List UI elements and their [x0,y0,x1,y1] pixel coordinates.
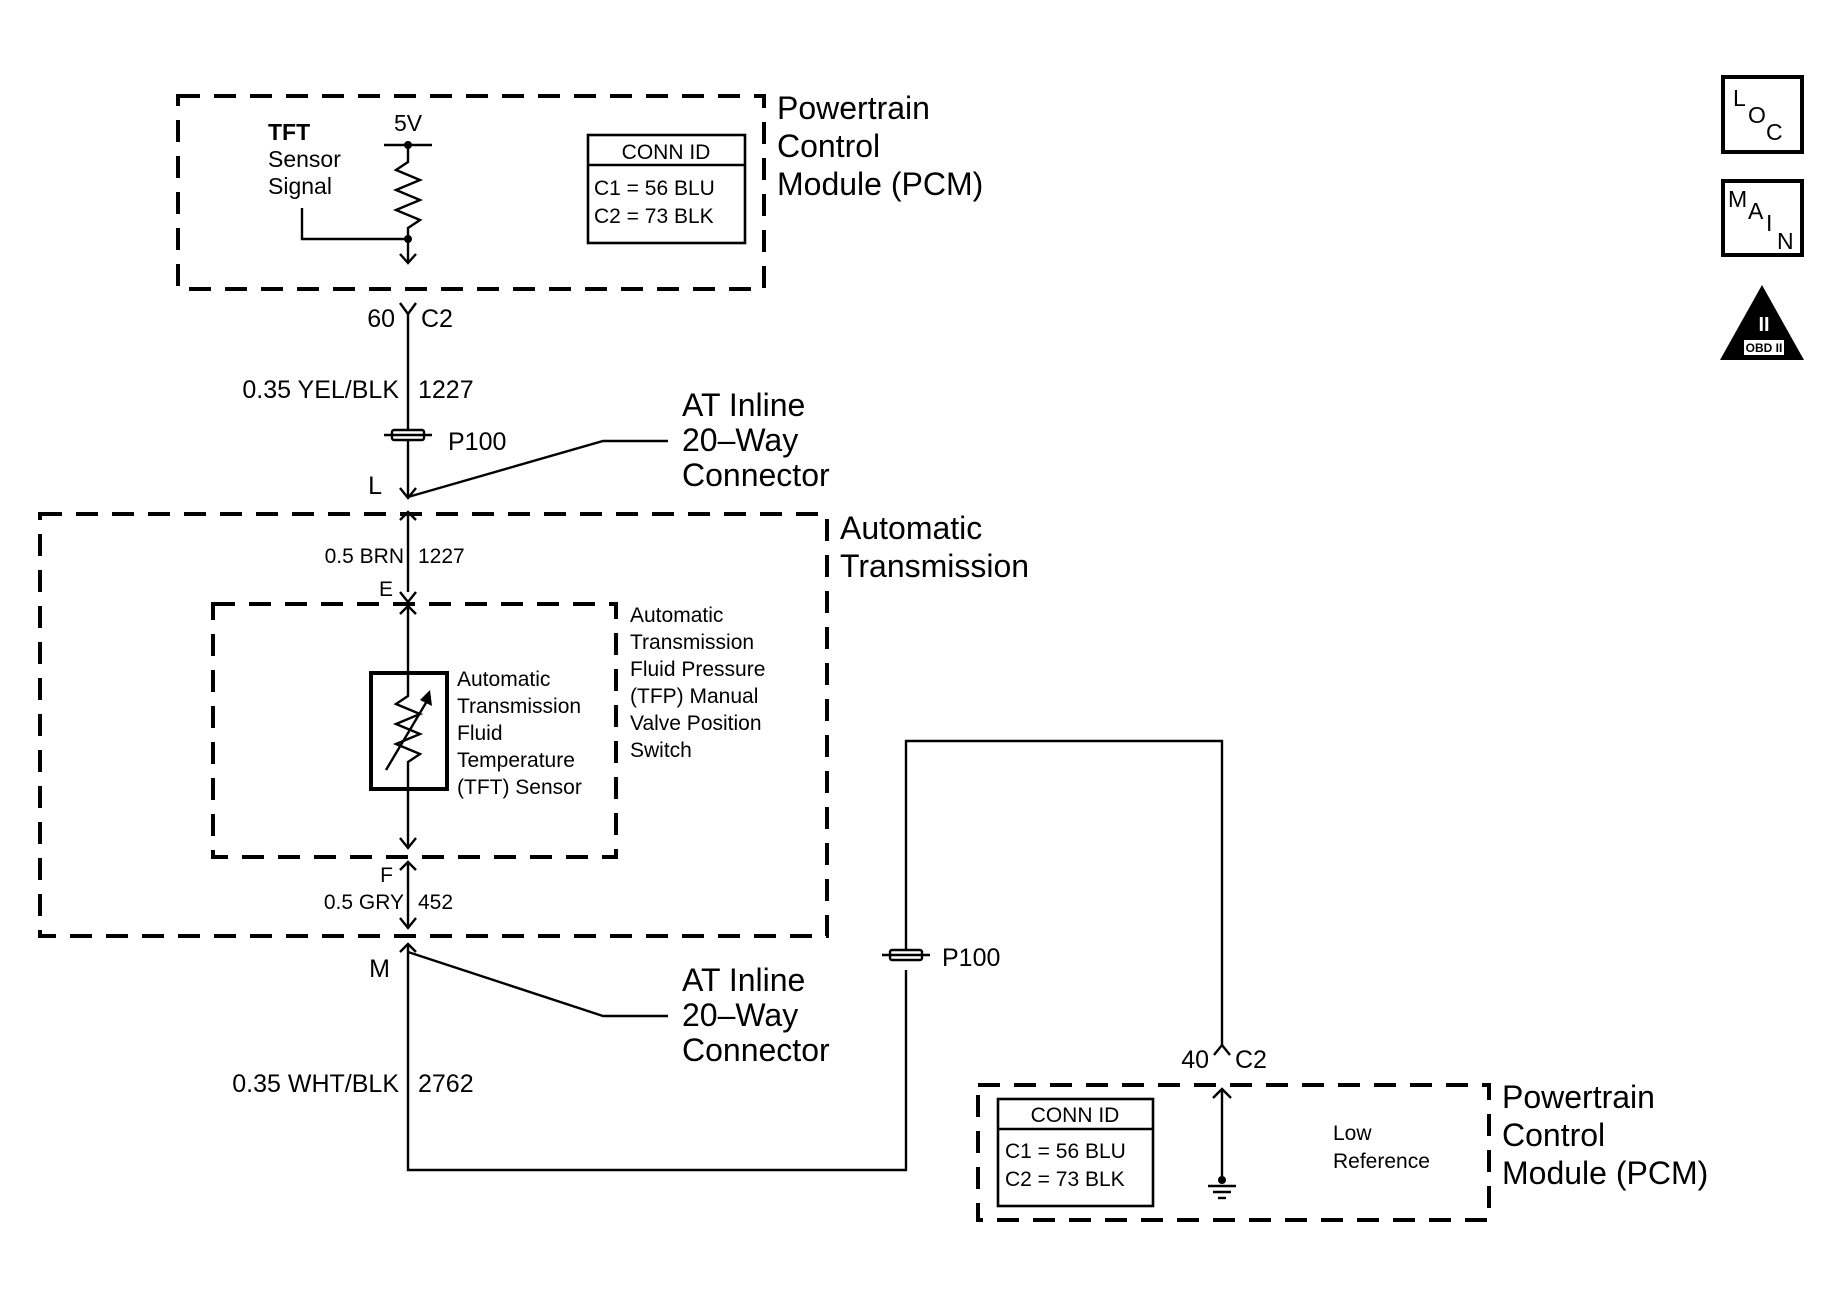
pcm-bottom-connector-icon [1213,1043,1231,1056]
svg-text:C: C [1766,119,1783,145]
conn-id-title-bottom: CONN ID [1031,1104,1120,1127]
signal-label-1: TFT [268,119,310,145]
wire-upper-gauge: 0.35 YEL/BLK [242,376,399,404]
wire-2762 [406,944,908,1172]
inline-connector-l-icon [399,487,417,500]
pin-m: M [369,955,390,983]
pcm-top-label-3: Module (PCM) [777,166,983,202]
splice-lower-label: P100 [942,944,1000,972]
pcm-top-connector-icon [399,302,417,317]
sensor-exit-arrow-icon [399,837,417,850]
inline-upper-label-3: Connector [682,457,830,493]
sensor-label-1: Automatic [457,668,550,691]
main-icon[interactable]: M A I N [1721,179,1804,257]
splice-upper-icon [384,428,432,442]
return-circuit: M AT Inline 20–Way Connector 0.35 WHT/BL… [232,739,1224,1172]
svg-text:I: I [1766,210,1772,236]
sensor-label-3: Fluid [457,722,503,745]
switch-label-6: Switch [630,739,692,762]
svg-text:M: M [1728,186,1747,212]
svg-text:N: N [1777,228,1794,254]
ground-icon [1208,1184,1236,1200]
svg-text:A: A [1748,198,1764,224]
pin-60: 60 [367,305,395,333]
svg-text:L: L [1733,85,1746,111]
svg-text:II: II [1758,314,1769,336]
switch-label-1: Automatic [630,604,723,627]
conn-id-c1-top: C1 = 56 BLU [594,177,715,200]
conn-id-c1-bottom: C1 = 56 BLU [1005,1140,1126,1163]
sensor-label-2: Transmission [457,695,581,718]
inline-lower-label-2: 20–Way [682,997,798,1033]
connector-c2-bottom: C2 [1235,1046,1267,1074]
signal-label-2: Sensor [268,146,341,172]
pull-up-resistor-icon [392,145,424,262]
wire-lower-gauge: 0.35 WHT/BLK [232,1070,399,1098]
pin-40: 40 [1181,1046,1209,1074]
conn-id-title-top: CONN ID [622,141,711,164]
conn-id-box-top [586,133,747,245]
thermistor-icon [384,673,432,789]
sensor-label-4: Temperature [457,749,575,772]
pcm-top-label-1: Powertrain [777,90,930,126]
inline-lower-label-3: Connector [682,1032,830,1068]
wire-lower-circuit: 2762 [418,1070,474,1098]
pin-e-connector-icon [399,591,417,604]
low-ref-label-2: Reference [1333,1150,1430,1173]
main-circuit: 0.35 YEL/BLK 1227 P100 L AT Inline 20–Wa… [242,314,830,604]
splice-lower-icon [882,948,930,962]
signal-junction [404,235,412,243]
low-ref-label-1: Low [1333,1122,1372,1145]
pcm-bottom-label-1: Powertrain [1502,1079,1655,1115]
pcm-bottom-boundary [976,1083,1491,1222]
wire-trans-top-circuit: 1227 [418,545,465,568]
wire-trans-bottom-gauge: 0.5 GRY [324,891,404,914]
pcm-bottom-label-2: Control [1502,1117,1605,1153]
inline-upper-label-2: 20–Way [682,422,798,458]
pin-f: F [380,864,393,887]
wire-upper-circuit: 1227 [418,376,474,404]
conn-id-box-bottom [996,1097,1155,1208]
pcm-bottom: 40 C2 Powertrain Control Module (PCM) CO… [976,1043,1708,1222]
svg-text:O: O [1748,102,1766,128]
pin-l: L [368,472,382,500]
pcm-bottom-label-3: Module (PCM) [1502,1155,1708,1191]
pcm-top-label-2: Control [777,128,880,164]
connector-c2-top: C2 [421,305,453,333]
inline-upper-leader [407,439,668,499]
automatic-transmission: Automatic Transmission 0.5 BRN 1227 E Au… [38,510,1029,938]
signal-label-3: Signal [268,173,332,199]
output-arrow-icon [399,253,417,265]
switch-label-5: Valve Position [630,712,762,735]
pcm-top: Powertrain Control Module (PCM) TFT Sens… [176,90,983,333]
obd-ii-icon[interactable]: II OBD II [1720,285,1804,360]
voltage-label: 5V [394,110,423,136]
location-icon[interactable]: L O C [1721,75,1804,154]
conn-id-c2-top: C2 = 73 BLK [594,205,714,228]
svg-text:OBD II: OBD II [1746,341,1783,355]
inline-lower-label-1: AT Inline [682,962,805,998]
transmission-boundary [38,512,829,938]
switch-label-2: Transmission [630,631,754,654]
inline-upper-label-1: AT Inline [682,387,805,423]
trans-exit-arrow-icon [399,917,417,930]
sensor-label-5: (TFT) Sensor [457,776,582,799]
signal-line [300,208,408,241]
tfp-switch-boundary [211,602,618,859]
pin-e: E [379,578,393,601]
wire-trans-bottom-circuit: 452 [418,891,453,914]
switch-label-4: (TFP) Manual [630,685,758,708]
wire-trans-top-gauge: 0.5 BRN [325,545,404,568]
splice-upper-label: P100 [448,428,506,456]
transmission-label-1: Automatic [840,510,982,546]
conn-id-c2-bottom: C2 = 73 BLK [1005,1168,1125,1191]
pcm-top-boundary [176,94,766,291]
transmission-label-2: Transmission [840,548,1029,584]
inline-lower-leader [407,950,668,1018]
switch-label-3: Fluid Pressure [630,658,765,681]
